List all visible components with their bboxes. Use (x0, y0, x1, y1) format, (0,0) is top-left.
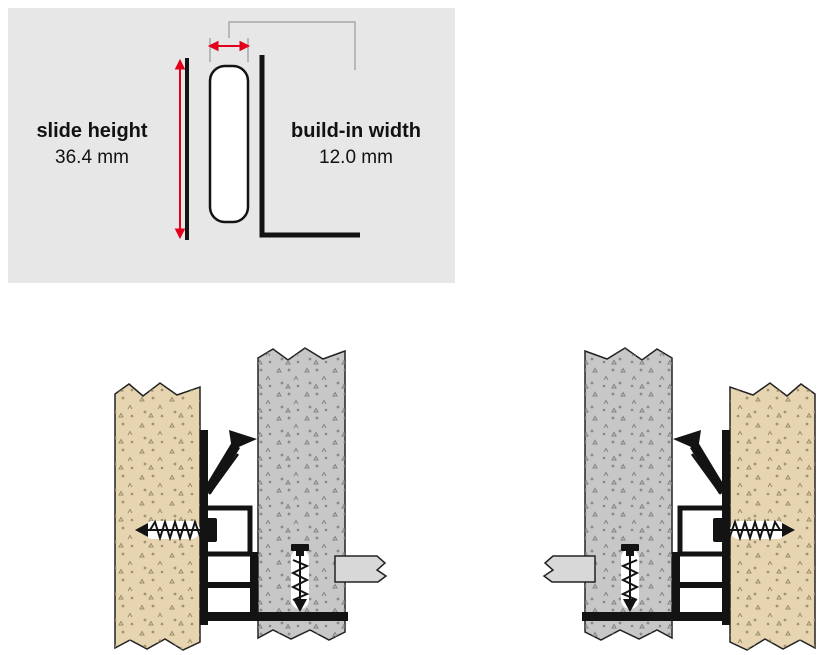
bracket-hook-flag (229, 430, 257, 450)
drawer-bottom-tab (334, 555, 388, 583)
bracket-hook-band (203, 442, 240, 494)
vertical-screw-head (291, 544, 309, 551)
reference-bracket-line (228, 21, 356, 70)
build-in-width-value: 12.0 mm (319, 147, 393, 168)
bracket-hook-line (207, 453, 240, 495)
slide-profile-capsule (208, 64, 250, 224)
wood-panel-texture (115, 383, 200, 650)
slide-height-arrow (174, 58, 186, 240)
build-in-width-arrow (207, 40, 251, 52)
drawer-l-profile (259, 55, 360, 238)
right-mount-cross-section (535, 342, 820, 654)
horizontal-screw (135, 518, 217, 542)
dimension-panel: slide height 36.4 mm build-in width 12.0… (8, 8, 455, 283)
bracket-screw-channel (208, 505, 253, 557)
slide-height-label: slide height (36, 120, 148, 142)
slide-height-label-block: slide height 36.4 mm (7, 118, 177, 171)
slide-profile-diagram (174, 21, 360, 240)
build-in-width-label: build-in width (291, 120, 421, 142)
mirrored-mount-assembly (544, 348, 815, 650)
drawer-panel-texture (258, 348, 345, 640)
bracket-mid-member (205, 582, 252, 588)
horizontal-screw-head (205, 518, 217, 542)
slide-bottom-rail (205, 612, 348, 621)
left-mount-cross-section (114, 347, 388, 651)
slide-height-value: 36.4 mm (55, 147, 129, 168)
mount-assembly (114, 347, 388, 651)
build-in-width-label-block: build-in width 12.0 mm (271, 118, 441, 171)
slide-vertical-web (250, 552, 258, 614)
vertical-screw (290, 544, 310, 612)
